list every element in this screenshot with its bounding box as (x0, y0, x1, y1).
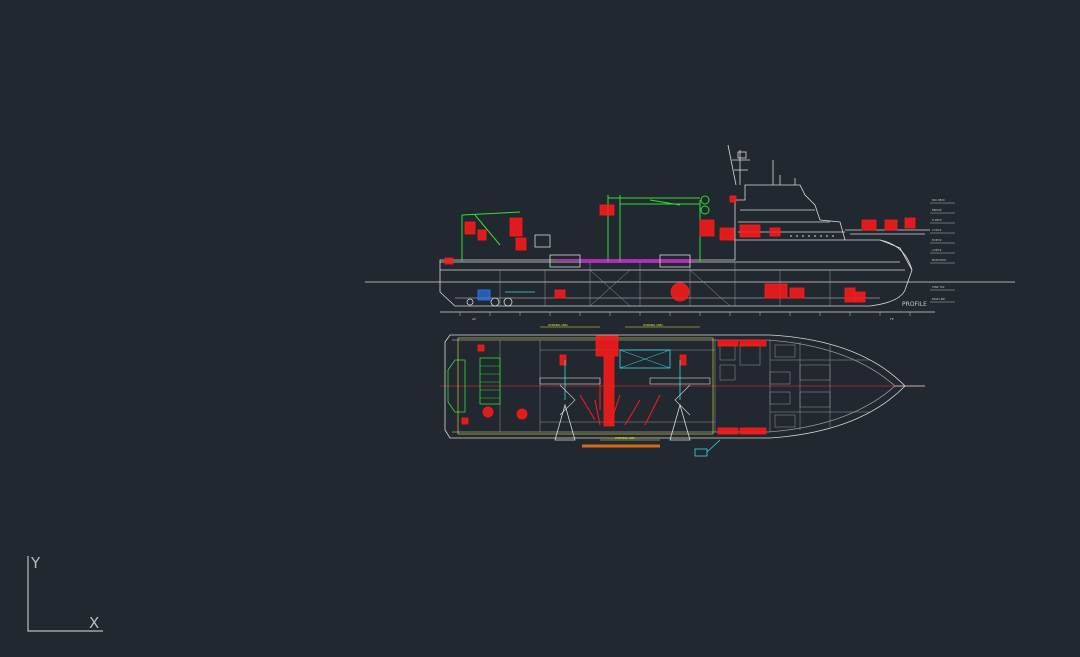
moonpool-structure (555, 259, 695, 263)
plan-frames (539, 377, 711, 416)
plan-label: WORKING AREA (548, 323, 568, 327)
plan-label: WORKING AREA (615, 436, 635, 440)
profile-red-equipment (444, 195, 916, 303)
hull-outline (439, 239, 913, 307)
level-label: TANK TOP (932, 285, 945, 289)
profile-label: PROFILE (902, 301, 927, 308)
level-label: BASE LINE (932, 297, 945, 301)
plan-cyan-lines (564, 360, 681, 400)
plan-label: WORKING AREA (643, 323, 663, 327)
section-label-ap: AP (472, 317, 476, 321)
level-label: BRIDGE (932, 208, 942, 212)
level-label: B DECK (932, 238, 942, 242)
gantry-crane (607, 195, 710, 262)
level-label: D DECK (932, 218, 942, 222)
ucs-x-label: X (89, 614, 99, 632)
ucs-icon (27, 556, 103, 632)
ship-profile-view (365, 144, 1015, 316)
ucs-y-label: Y (30, 554, 41, 572)
level-label: NAV DECK (932, 198, 945, 202)
level-marks (930, 202, 955, 303)
moonpool (619, 349, 671, 369)
plan-red-spray (579, 380, 661, 426)
plan-red-equipment (461, 335, 767, 435)
aft-crane (461, 211, 521, 262)
plan-labels: WORKING AREA WORKING AREA WORKING AREA (548, 323, 663, 440)
level-label: MAIN DECK (932, 258, 947, 262)
section-label-fp: FP (890, 317, 894, 321)
superstructure (734, 184, 846, 241)
level-label: C DECK (932, 228, 942, 232)
level-labels: NAV DECK BRIDGE D DECK C DECK B DECK A D… (932, 198, 947, 301)
ship-plan-view (440, 326, 925, 457)
level-label: A DECK (932, 248, 942, 252)
frame-ticks (459, 312, 911, 316)
